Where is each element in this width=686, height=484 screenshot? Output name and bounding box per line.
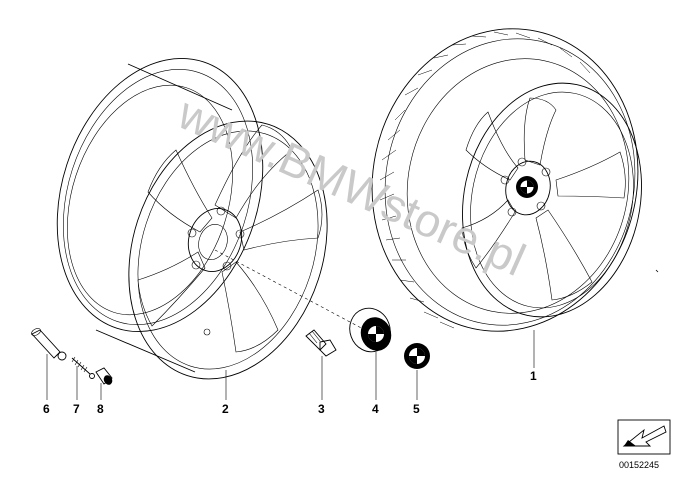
callout-7: 7: [73, 402, 80, 416]
arrow-box-icon: [617, 419, 671, 455]
rim-drawing: [56, 58, 328, 380]
callout-3: 3: [318, 402, 325, 416]
callout-1: 1: [530, 369, 537, 383]
callout-4: 4: [372, 402, 379, 416]
valve-cap-drawing: [95, 367, 113, 385]
callout-6: 6: [43, 402, 50, 416]
hub-cap-drawing: [349, 307, 392, 353]
reference-number: 00152245: [619, 460, 659, 470]
bmw-roundel-icon: [516, 176, 538, 198]
valve-drawing: [31, 328, 67, 361]
watermark: www.BMWstore.pl: [170, 86, 533, 286]
leader-lines: [46, 330, 535, 400]
callout-2: 2: [222, 402, 229, 416]
callout-5: 5: [413, 402, 420, 416]
tire-wheel-drawing: [371, 28, 642, 332]
valve-insert-drawing: [71, 356, 95, 379]
tire-tread: [379, 31, 591, 329]
wheel-bolt-drawing: [305, 329, 337, 357]
assembly-line: [214, 249, 366, 331]
callout-8: 8: [97, 402, 104, 416]
emblem-drawing: [404, 343, 430, 369]
